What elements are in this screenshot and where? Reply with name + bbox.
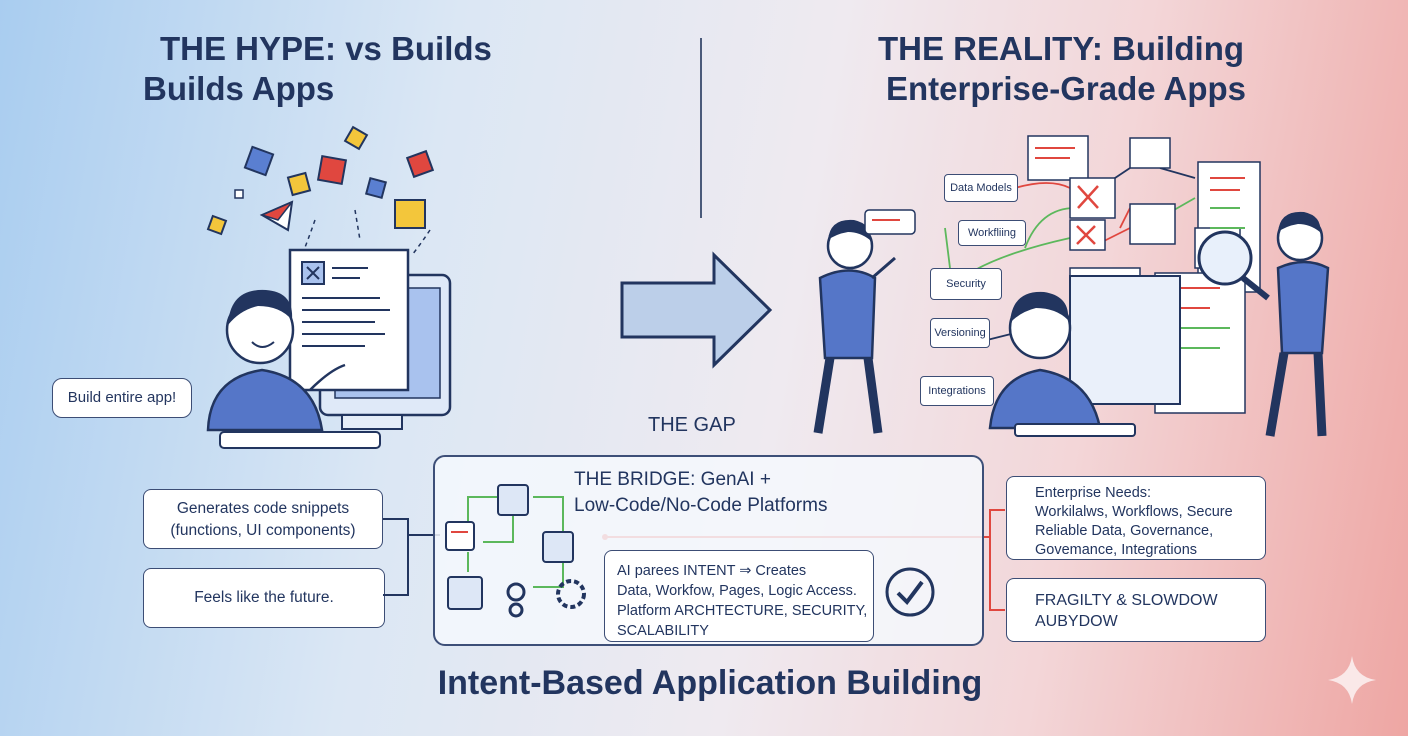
floating-blocks-icon [206,125,435,256]
ai-line2: Data, Workfow, Pages, Logic Access. [617,583,857,599]
hype-title-2: Builds Apps [143,70,334,108]
ai-line1: AI parees INTENT ⇒ Creates [617,563,807,579]
bridge-flow-icons [445,484,586,618]
needs-line2: Workilalws, Workflows, Secure [1035,504,1233,520]
versioning-text: Versioning [934,327,986,339]
bridge-title: THE BRIDGE: GenAI + Low-Code/No-Code Pla… [574,467,827,519]
label-versioning: Versioning [930,318,990,348]
code-snippets-box: Generates code snippets (functions, UI c… [143,489,383,549]
ai-line4: SCALABILITY [617,623,709,639]
hype-bubble-text: Build entire app! [67,389,177,406]
reality-title-line1: THE REALITY: Building [878,30,1245,67]
transition-arrow-icon [620,251,773,369]
label-workflows: Workfliing [958,220,1026,246]
ai-intent-box: AI parees INTENT ⇒ Creates Data, Workfow… [604,550,874,642]
needs-line1: Enterprise Needs: [1035,485,1152,501]
checkmark-circle-icon [885,567,935,617]
hype-title-line1: THE HYPE: vs Builds [160,30,492,67]
label-security: Security [930,268,1002,300]
data-models-text: Data Models [950,182,1012,194]
enterprise-needs-box: Enterprise Needs: Workilalws, Workflows,… [1006,476,1266,560]
ai-line3: Platform ARCHTECTURE, SECURITY, [617,603,868,619]
needs-line3: Reliable Data, Governance, [1035,523,1214,539]
sparkle-icon [1328,656,1376,704]
reality-illustration [813,135,1330,437]
fragility-line2: AUBYDOW [1035,613,1118,630]
hype-title: THE HYPE: vs Builds [160,30,492,68]
hype-title-line2: Builds Apps [143,70,335,107]
snippets-line1: Generates code snippets [176,500,350,517]
label-data-models: Data Models [944,174,1018,202]
gap-label: THE GAP [648,414,736,436]
needs-line4: Govemance, Integrations [1035,542,1198,558]
reality-title: THE REALITY: Building [878,30,1244,68]
fragility-line1: FRAGILTY & SLOWDOW [1035,592,1218,609]
hype-speech-bubble: Build entire app! [52,378,192,418]
future-box: Feels like the future. [143,568,385,628]
integrations-text: Integrations [928,385,986,397]
label-integrations: Integrations [920,376,994,406]
future-text: Feels like the future. [194,589,334,606]
workflows-text: Workfliing [967,227,1017,239]
security-text: Security [946,278,986,290]
bridge-title-line1: THE BRIDGE: GenAI + [574,469,771,490]
reality-title-line2: Enterprise-Grade Apps [886,70,1247,107]
center-divider [700,38,702,218]
reality-title-2: Enterprise-Grade Apps [886,70,1246,108]
fragility-box: FRAGILTY & SLOWDOW AUBYDOW [1006,578,1266,642]
hype-illustration [206,125,452,449]
bottom-title: Intent-Based Application Building [437,664,983,702]
bridge-title-line2: Low-Code/No-Code Platforms [574,495,828,516]
snippets-line2: (functions, UI components) [170,522,356,539]
